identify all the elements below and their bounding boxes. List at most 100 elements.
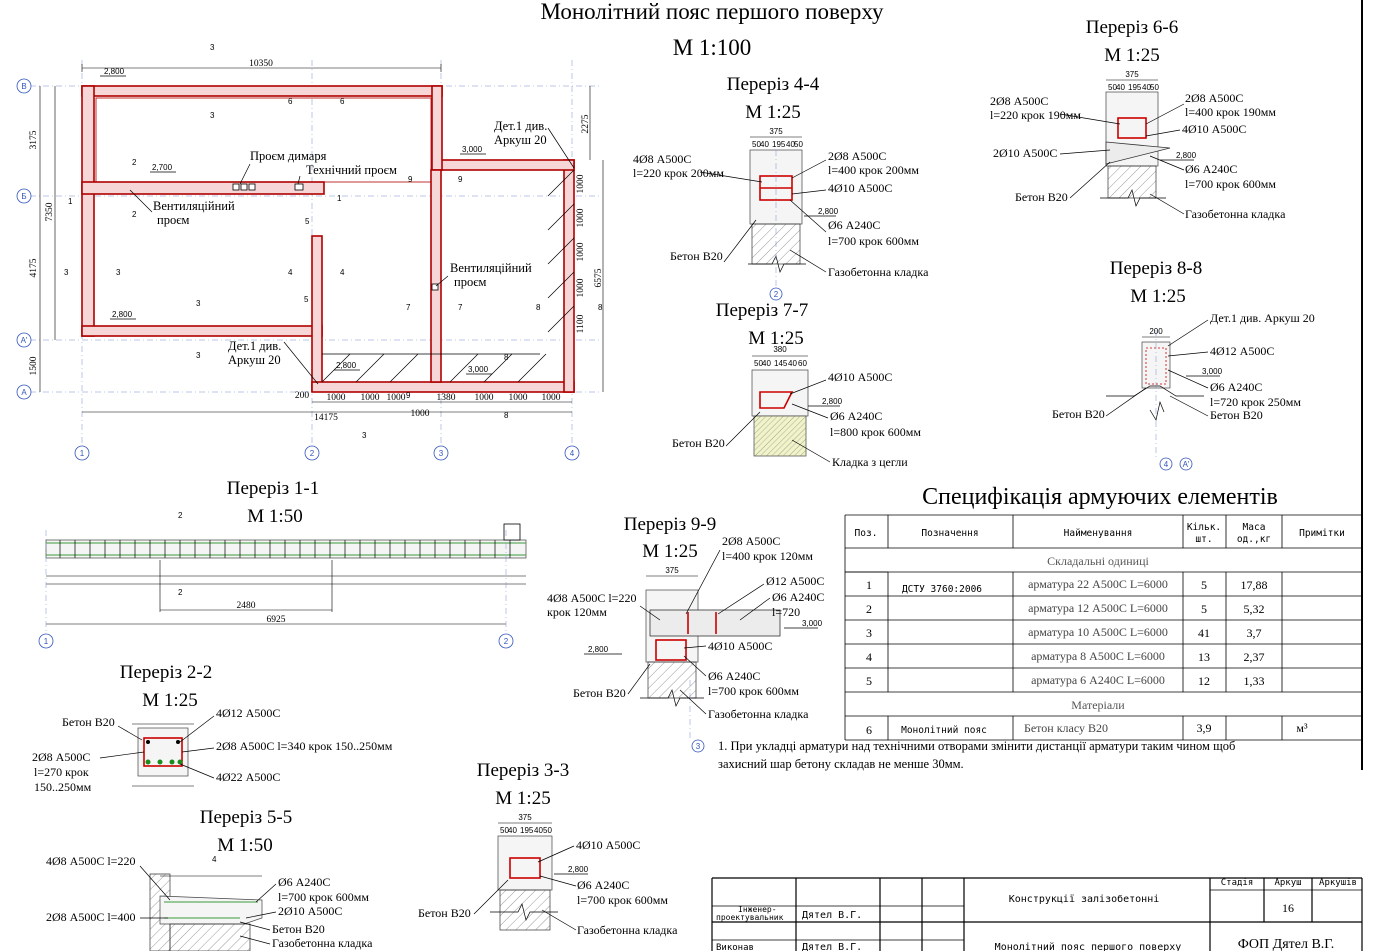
svg-text:Стадія: Стадія [1221,878,1254,888]
svg-text:4Ø10 А500С: 4Ø10 А500С [828,370,892,384]
section-3-3-scale: М 1:25 [495,788,550,809]
svg-text:200: 200 [1149,327,1163,336]
svg-text:5: 5 [304,295,309,304]
svg-text:Проєм димаря: Проєм димаря [250,149,327,163]
svg-text:1000: 1000 [576,174,586,193]
svg-text:1. При укладці арматури над те: 1. При укладці арматури над технічними о… [718,739,1235,753]
svg-text:2Ø8 А500С: 2Ø8 А500С [990,94,1048,108]
svg-text:50: 50 [794,140,803,149]
svg-text:1000: 1000 [327,393,346,403]
svg-text:Бетон В20: Бетон В20 [672,436,725,450]
svg-text:l=220 крок 200мм: l=220 крок 200мм [633,166,724,180]
plan-axes-letters: В Б А' А [16,78,32,400]
svg-text:Бетон В20: Бетон В20 [1210,408,1263,422]
svg-text:2: 2 [132,210,137,219]
plan-title: Монолітний пояс першого поверху [540,0,884,24]
svg-text:шт.: шт. [1195,534,1212,545]
svg-text:2,800: 2,800 [822,397,843,406]
svg-text:375: 375 [769,127,783,136]
svg-text:Ø6 А240С: Ø6 А240С [772,590,824,604]
svg-text:А': А' [1183,460,1190,469]
svg-text:Газобетонна кладка: Газобетонна кладка [828,265,929,279]
svg-text:3: 3 [696,742,701,751]
svg-text:Ø6 А240С: Ø6 А240С [1210,380,1262,394]
svg-text:l=220 крок 190мм: l=220 крок 190мм [990,108,1081,122]
section-5-5-title: Переріз 5-5 [200,807,292,828]
svg-text:2: 2 [774,290,779,299]
svg-text:3: 3 [196,351,201,360]
plan-scale: М 1:100 [673,35,752,60]
svg-text:4: 4 [570,449,575,458]
plan-cut-marks: 3 3 6 6 2 2 1 1 3 3 4 4 5 5 3 3 9 9 7 7 … [64,43,603,440]
svg-text:4Ø8 А500С: 4Ø8 А500С [633,152,691,166]
svg-text:1: 1 [337,194,342,203]
svg-text:l=700 крок 600мм: l=700 крок 600мм [828,234,919,248]
svg-text:3,000: 3,000 [1202,367,1223,376]
svg-text:Конструкції залізобетонні: Конструкції залізобетонні [1009,893,1160,905]
svg-text:А': А' [21,336,28,345]
section-5-5-scale: М 1:50 [217,835,272,856]
svg-text:50: 50 [754,359,763,368]
spec-row: 5 арматура 6 А240С L=6000 12 1,33 [866,673,1265,688]
svg-text:Інженер-: Інженер- [738,905,777,914]
svg-text:375: 375 [1125,70,1139,79]
section-3-3: Переріз 3-3 М 1:25 375 50 40 195 40 50 2… [418,760,678,937]
svg-text:Ø6 А240С: Ø6 А240С [278,875,330,889]
svg-text:2,800: 2,800 [1176,151,1197,160]
svg-text:Ø6 А240С: Ø6 А240С [1185,162,1237,176]
svg-text:1380: 1380 [437,393,456,403]
svg-text:Бетон В20: Бетон В20 [1052,407,1105,421]
svg-text:проєм: проєм [454,275,487,289]
svg-text:2,800: 2,800 [818,207,839,216]
svg-text:6925: 6925 [267,615,286,625]
svg-text:4: 4 [866,650,872,664]
svg-text:Бетон В20: Бетон В20 [573,686,626,700]
svg-text:арматура 6 А240С L=6000: арматура 6 А240С L=6000 [1031,673,1165,687]
svg-text:4175: 4175 [29,258,39,277]
svg-text:Ø12 А500С: Ø12 А500С [766,574,824,588]
svg-text:l=720: l=720 [772,605,800,619]
svg-text:6575: 6575 [594,268,604,287]
svg-text:40: 40 [760,140,769,149]
svg-text:l=400 крок 200мм: l=400 крок 200мм [828,163,919,177]
svg-text:2Ø8 А500С: 2Ø8 А500С [722,534,780,548]
svg-text:Аркушів: Аркушів [1319,878,1357,888]
svg-text:380: 380 [773,345,787,354]
svg-text:2,37: 2,37 [1244,650,1265,664]
svg-text:2,800: 2,800 [112,310,133,319]
svg-text:60: 60 [798,359,807,368]
section-8-8-title: Переріз 8-8 [1110,258,1202,279]
svg-text:2,800: 2,800 [588,645,609,654]
svg-text:10350: 10350 [249,59,273,69]
svg-text:3,9: 3,9 [1197,721,1212,735]
svg-text:Ø6 А240С: Ø6 А240С [828,218,880,232]
svg-text:2,700: 2,700 [152,163,173,172]
svg-text:2: 2 [866,602,872,616]
svg-text:2: 2 [504,637,509,646]
svg-text:4Ø10 А500С: 4Ø10 А500С [576,838,640,852]
svg-text:Газобетонна кладка: Газобетонна кладка [577,923,678,937]
svg-text:50: 50 [543,826,552,835]
section-4-4: Переріз 4-4 М 1:25 375 50 40 195 40 50 2… [633,74,929,301]
svg-text:Дет.1 див. Аркуш 20: Дет.1 див. Аркуш 20 [1210,311,1315,325]
svg-text:3,7: 3,7 [1247,626,1262,640]
svg-text:50: 50 [500,826,509,835]
svg-text:1000: 1000 [387,393,406,403]
svg-text:2,800: 2,800 [336,361,357,370]
svg-text:l=700 крок 600мм: l=700 крок 600мм [577,893,668,907]
svg-text:2275: 2275 [581,114,591,133]
plan-levels: 2,800 2,700 2,800 3,000 2,800 3,000 [104,67,489,374]
svg-text:2,800: 2,800 [568,865,589,874]
plan-axes-numbers: 1 2 3 4 [74,445,580,461]
svg-text:3: 3 [866,626,872,640]
section-7-7-title: Переріз 7-7 [716,300,808,321]
svg-text:3: 3 [196,299,201,308]
svg-text:l=700 крок 600мм: l=700 крок 600мм [278,890,369,904]
svg-text:l=700 крок 600мм: l=700 крок 600мм [708,684,799,698]
section-1-1-scale: М 1:50 [247,506,302,527]
svg-text:l=400 крок 120мм: l=400 крок 120мм [722,549,813,563]
svg-text:l=800 крок 600мм: l=800 крок 600мм [830,425,921,439]
svg-text:4: 4 [1164,460,1169,469]
svg-text:Бетон В20: Бетон В20 [670,249,723,263]
svg-text:Матеріали: Матеріали [1071,698,1125,712]
